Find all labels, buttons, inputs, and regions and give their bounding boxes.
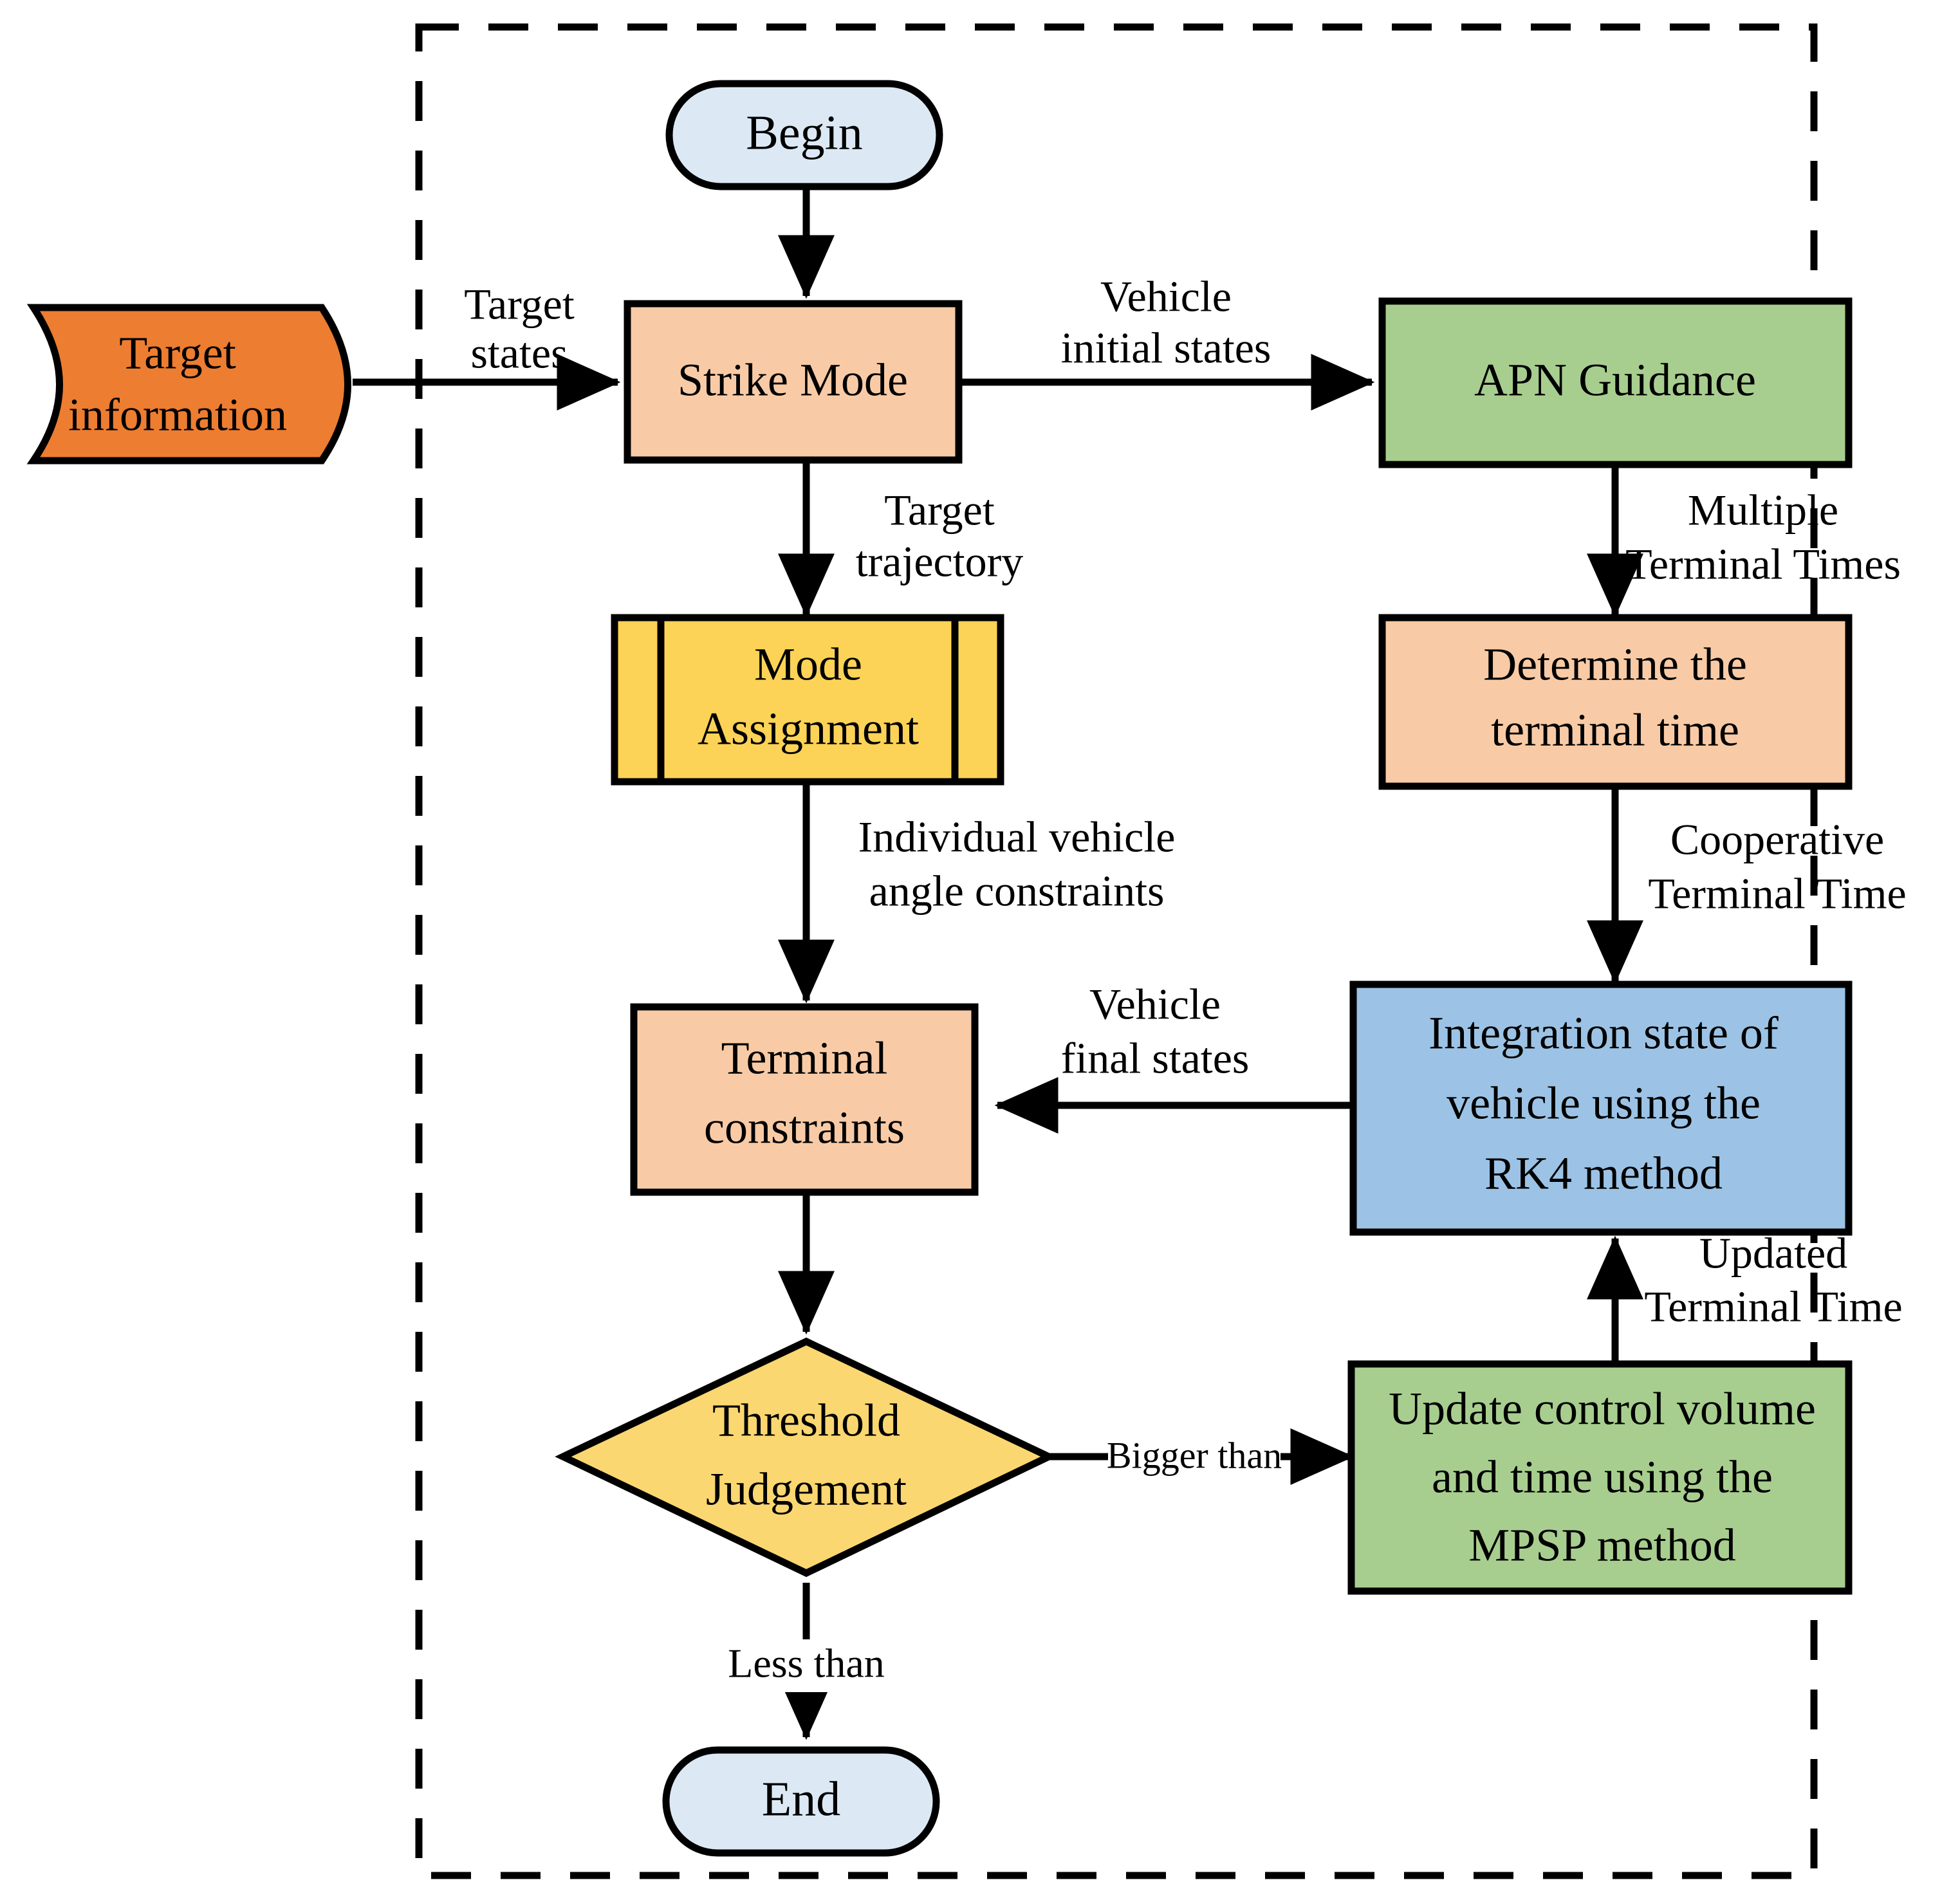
- terminal-constraints-label-line2: constraints: [704, 1102, 905, 1154]
- edge-label-vehicle-initial-states-line2: initial states: [1061, 324, 1271, 373]
- target-information-label-line2: information: [68, 389, 287, 441]
- edge-label-less-than-bg: [695, 1639, 882, 1692]
- edge-label-multiple-terminal-times: Multiple Terminal Times: [1625, 486, 1901, 589]
- mpsp-update-label-line1: Update control volume: [1389, 1383, 1816, 1435]
- node-end[interactable]: End: [662, 1746, 940, 1857]
- mode-assignment-shape: [611, 614, 1004, 786]
- end-shape: [662, 1746, 940, 1857]
- edge-label-updated-terminal-time: Updated Terminal Time: [1644, 1229, 1902, 1331]
- edge-label-cooperative-terminal-time: Cooperative Terminal Time: [1648, 815, 1906, 918]
- edge-label-individual-angle-constraints-line1: Individual vehicle: [858, 813, 1176, 861]
- dashed-boundary: [415, 23, 1818, 1879]
- edge-label-less-than-text: Less than: [728, 1641, 885, 1686]
- node-apn-guidance[interactable]: APN Guidance: [1378, 297, 1853, 468]
- edge-label-target-trajectory: Target trajectory: [856, 486, 1024, 586]
- edge-label-cooperative-terminal-time-line1: Cooperative: [1670, 815, 1884, 864]
- node-begin[interactable]: Begin: [665, 80, 943, 190]
- edge-label-individual-angle-constraints: Individual vehicle angle constraints: [858, 813, 1176, 916]
- threshold-judgement-shape: [555, 1337, 1057, 1578]
- edge-label-vehicle-final-states: Vehicle final states: [1061, 980, 1250, 1083]
- target-information-label-line1: Target: [119, 327, 236, 379]
- terminal-constraints-label-line1: Terminal: [721, 1033, 888, 1084]
- edge-label-target-trajectory-line2: trajectory: [856, 537, 1024, 586]
- node-mode-assignment[interactable]: Mode Assignment: [611, 614, 1004, 786]
- edge-label-less-than: Less than: [695, 1639, 885, 1692]
- edge-label-target-trajectory-line1: Target: [884, 486, 995, 535]
- mpsp-update-label-line2: and time using the: [1432, 1451, 1773, 1503]
- begin-label: Begin: [746, 106, 863, 160]
- edge-label-vehicle-initial-states-line1: Vehicle: [1100, 272, 1232, 321]
- apn-guidance-shape: [1378, 297, 1853, 468]
- node-determine-terminal-time[interactable]: Determine the terminal time: [1378, 614, 1853, 790]
- node-mpsp-update[interactable]: Update control volume and time using the…: [1347, 1360, 1853, 1595]
- edge-label-vehicle-final-states-line2: final states: [1061, 1034, 1250, 1083]
- node-rk4-integration[interactable]: Integration state of vehicle using the R…: [1349, 981, 1853, 1236]
- edge-label-individual-angle-constraints-line2: angle constraints: [869, 867, 1165, 916]
- node-target-information[interactable]: Target information: [26, 304, 351, 465]
- edge-label-bigger-than: Bigger than: [1107, 1430, 1282, 1484]
- rk4-integration-label-line2: vehicle using the: [1447, 1078, 1761, 1129]
- end-label: End: [762, 1772, 840, 1826]
- threshold-judgement-label-line1: Threshold: [712, 1395, 900, 1446]
- rk4-integration-label-line1: Integration state of: [1428, 1008, 1779, 1059]
- apn-guidance-label: APN Guidance: [1474, 355, 1756, 406]
- mpsp-update-shape: [1347, 1360, 1853, 1595]
- terminal-constraints-shape: [630, 1003, 979, 1196]
- rk4-integration-label-line3: RK4 method: [1484, 1148, 1723, 1199]
- edge-label-multiple-terminal-times-line2: Terminal Times: [1625, 540, 1901, 589]
- mpsp-update-label-line3: MPSP method: [1468, 1520, 1735, 1571]
- node-threshold-judgement[interactable]: Threshold Judgement: [555, 1337, 1057, 1578]
- mode-assignment-label-line2: Assignment: [698, 703, 919, 755]
- edge-label-target-states-line1: Target: [464, 280, 575, 329]
- edge-label-updated-terminal-time-line2: Terminal Time: [1644, 1282, 1902, 1331]
- edge-label-multiple-terminal-times-line1: Multiple: [1688, 486, 1838, 535]
- strike-mode-shape: [624, 300, 963, 464]
- determine-terminal-time-label-line1: Determine the: [1483, 639, 1747, 690]
- rk4-integration-shape: [1349, 981, 1853, 1236]
- edge-label-vehicle-initial-states: Vehicle initial states: [1061, 272, 1271, 373]
- target-information-shape: [26, 304, 351, 465]
- edge-label-vehicle-final-states-line1: Vehicle: [1089, 980, 1221, 1029]
- determine-terminal-time-shape: [1378, 614, 1853, 790]
- edge-label-target-states: Target states: [464, 280, 575, 378]
- node-strike-mode[interactable]: Strike Mode: [624, 300, 963, 464]
- begin-shape: [665, 80, 943, 190]
- node-terminal-constraints[interactable]: Terminal constraints: [630, 1003, 979, 1196]
- edge-label-target-states-line2: states: [470, 329, 568, 378]
- threshold-judgement-label-line2: Judgement: [706, 1464, 907, 1515]
- edge-label-updated-terminal-time-line1: Updated: [1699, 1229, 1847, 1278]
- edge-label-bigger-than-text: Bigger than: [1107, 1434, 1282, 1476]
- edge-label-bigger-than-bg: [1108, 1430, 1280, 1484]
- determine-terminal-time-label-line2: terminal time: [1491, 705, 1739, 756]
- strike-mode-label: Strike Mode: [678, 355, 908, 406]
- mode-assignment-label-line1: Mode: [754, 639, 862, 690]
- edge-label-cooperative-terminal-time-line2: Terminal Time: [1648, 869, 1906, 918]
